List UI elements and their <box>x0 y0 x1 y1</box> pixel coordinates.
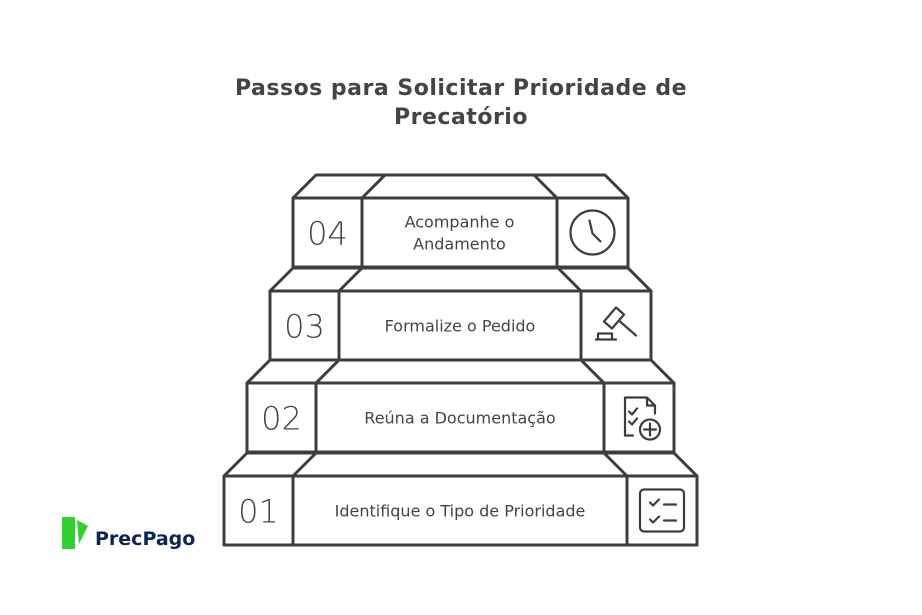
step-top-face <box>291 173 630 200</box>
title-line-1: Passos para Solicitar Prioridade de <box>235 76 687 101</box>
step-number: 03 <box>284 308 325 346</box>
plus-circle <box>638 418 662 441</box>
step-number: 02 <box>261 400 302 438</box>
clock-hands <box>588 219 602 243</box>
checklist-frame <box>638 488 686 533</box>
icon-box <box>602 381 676 454</box>
step-03: 03 Formalize o Pedido <box>268 266 653 362</box>
step-top-face <box>268 266 653 293</box>
step-top-face <box>245 358 676 385</box>
step-01: 01 Identifique o Tipo de Prioridade <box>222 451 699 547</box>
step-label-line: Identifique o Tipo de Prioridade <box>335 502 586 521</box>
checklist-icon <box>638 488 686 533</box>
clock-face <box>569 209 616 256</box>
step-number: 01 <box>238 493 279 531</box>
gavel-shape <box>594 306 638 341</box>
step-label-line: Formalize o Pedido <box>385 317 536 336</box>
precpago-logo: PrecPago <box>61 516 195 550</box>
step-label-line: Andamento <box>413 235 506 254</box>
clock-icon <box>569 209 616 256</box>
diagram-title: Passos para Solicitar Prioridade de Prec… <box>0 74 922 132</box>
step-label-line: Acompanhe o <box>405 213 515 232</box>
step-top-face <box>222 451 699 478</box>
step-02: 02 Reúna a Documentação <box>245 358 676 454</box>
step-04: 04 Acompanhe o Andamento <box>291 173 630 269</box>
checklist-marks <box>648 498 678 524</box>
icon-box <box>625 474 699 547</box>
label-box <box>360 196 559 269</box>
plus-sign <box>642 422 658 437</box>
document-add-icon <box>623 396 662 441</box>
logo-mark-icon <box>62 517 88 549</box>
gavel-icon <box>594 306 638 341</box>
document-shape <box>623 396 657 437</box>
title-line-2: Precatório <box>394 105 528 130</box>
step-number: 04 <box>307 215 348 253</box>
step-label-line: Reúna a Documentação <box>364 409 555 428</box>
logo-text: PrecPago <box>95 528 196 550</box>
